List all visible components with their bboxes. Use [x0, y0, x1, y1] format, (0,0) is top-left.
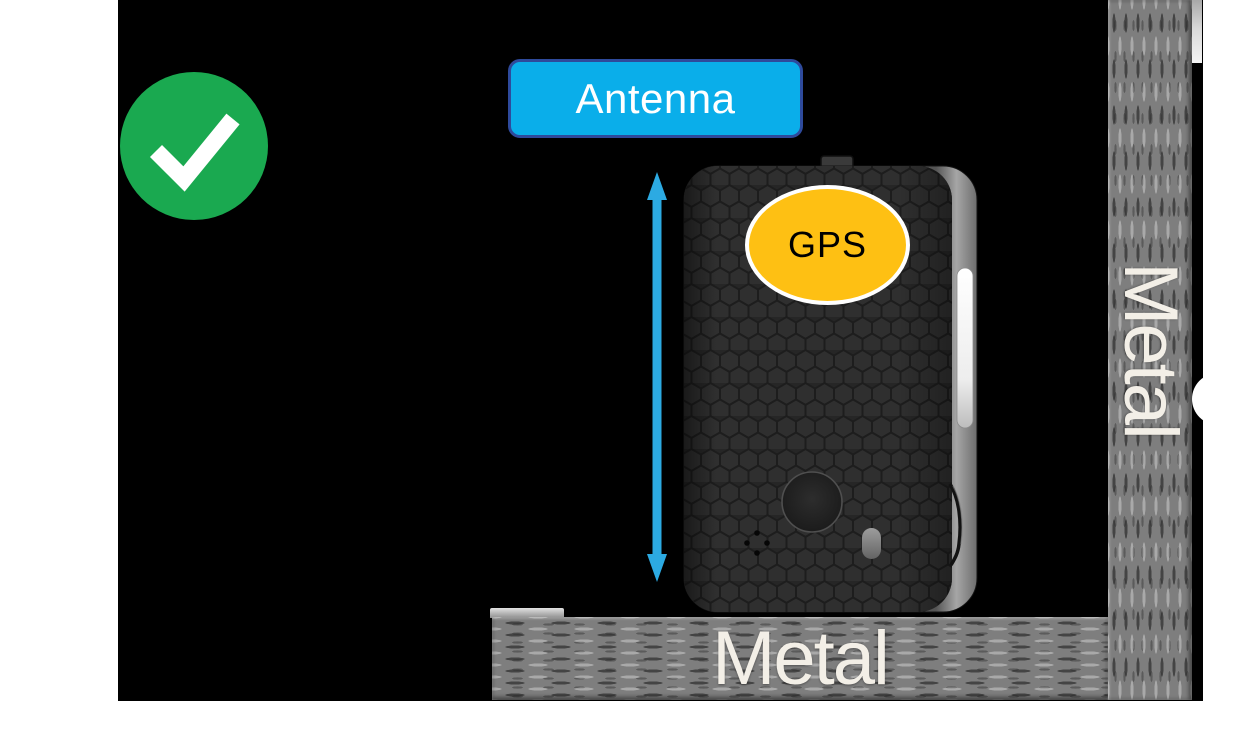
antenna-callout: Antenna [508, 59, 803, 138]
device-side-button [956, 267, 974, 429]
device-mic-holes [744, 530, 770, 556]
vertical-double-arrow-icon [645, 171, 669, 583]
gps-badge-text: GPS [787, 224, 868, 265]
metal-bar-right: Metal [1108, 0, 1193, 700]
device-led-window [862, 528, 881, 559]
background-cutout-circle [1192, 373, 1244, 425]
checkmark-circle-icon [118, 71, 270, 222]
metal-bar-edge-highlight [490, 608, 564, 618]
device-port-flap [948, 483, 962, 566]
metal-bar-shine-edge [1192, 0, 1202, 63]
gps-badge: GPS [745, 185, 910, 305]
metal-bar-bottom: Metal [492, 617, 1108, 700]
antenna-callout-text: Antenna [575, 74, 736, 122]
metal-bottom-label: Metal [712, 615, 890, 701]
metal-right-label: Metal [1108, 262, 1193, 438]
device-power-button [781, 471, 843, 533]
